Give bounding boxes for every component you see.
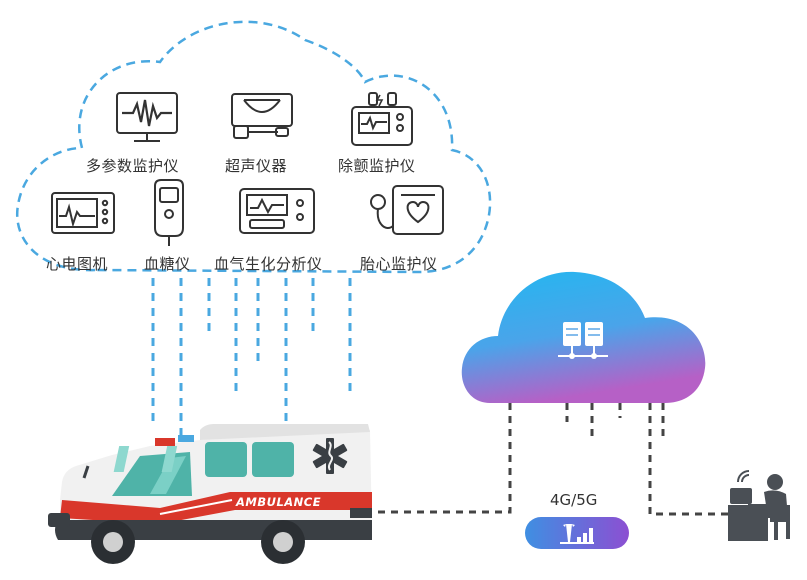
defibrillator-icon (351, 92, 413, 146)
network-label: 4G/5G (550, 491, 598, 509)
device-label-defibrillator-monitor: 除颤监护仪 (338, 157, 416, 175)
glucose-meter-icon (154, 179, 184, 246)
waveform-monitor-icon (116, 92, 178, 142)
device-label-blood-gas: 血气生化分析仪 (214, 255, 323, 273)
device-uplinks (151, 278, 352, 440)
ambulance-text: AMBULANCE (235, 495, 321, 509)
device-cloud-outline (15, 20, 492, 274)
star-of-life-icon (312, 438, 348, 474)
network-pill (525, 517, 629, 549)
device-label-ultrasound: 超声仪器 (225, 157, 288, 175)
rear-wheel (261, 520, 305, 564)
fetal-monitor-icon (370, 185, 444, 235)
blood-gas-analyzer-icon (239, 188, 315, 234)
cloud-downlinks (358, 403, 728, 516)
ambulance: AMBULANCE (48, 424, 372, 564)
device-label-glucose: 血糖仪 (144, 255, 191, 273)
device-label-fetal-monitor: 胎心监护仪 (360, 255, 438, 273)
doctor-workstation-icon (728, 470, 790, 541)
device-label-multi-parameter-monitor: 多参数监护仪 (86, 157, 180, 175)
ecg-machine-icon (51, 192, 115, 234)
server-cloud (461, 271, 706, 403)
ultrasound-icon (231, 93, 293, 139)
signal-bars-icon (560, 524, 594, 544)
device-label-ecg: 心电图机 (46, 255, 109, 273)
server-icon (558, 322, 608, 359)
front-wheel (91, 520, 135, 564)
